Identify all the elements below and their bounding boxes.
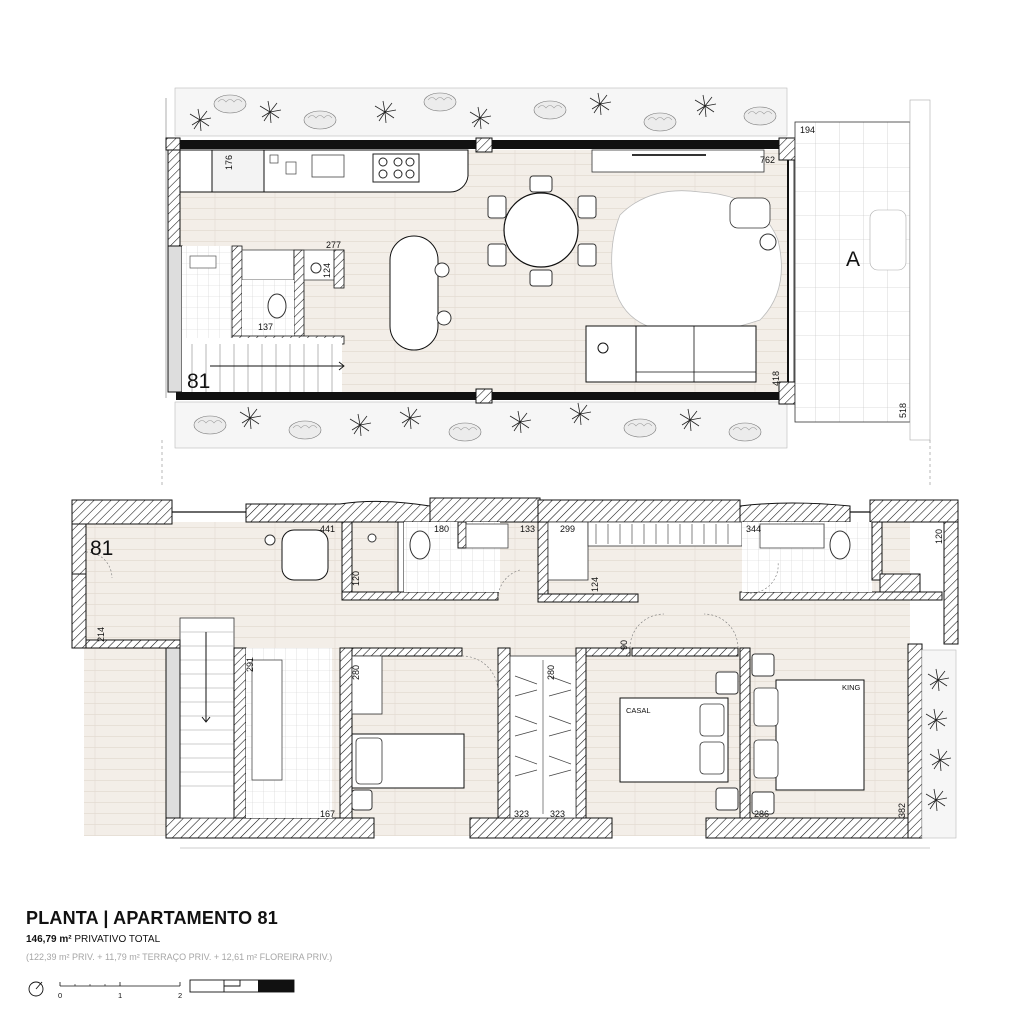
king-bed — [751, 653, 865, 815]
dim-120-left: 120 — [351, 571, 361, 586]
dim-167: 167 — [320, 809, 335, 819]
scale-and-north: 0 1 2 — [28, 979, 295, 1000]
kitchen-counter — [179, 149, 469, 193]
dim-344: 344 — [746, 524, 761, 534]
scale-bar: 0 1 2 — [58, 982, 182, 1000]
dim-323-right: 323 — [550, 809, 565, 819]
upper-floor-plan: 81 A 194 176 762 277 124 137 418 518 — [161, 87, 931, 488]
area-label: PRIVATIVO TOTAL — [74, 934, 161, 945]
dim-124: 124 — [322, 263, 332, 278]
dim-323-left: 323 — [514, 809, 529, 819]
scale-tick-0: 0 — [58, 991, 62, 1000]
lower-stairs — [165, 617, 235, 819]
dim-90: 90 — [619, 640, 629, 650]
dim-180: 180 — [434, 524, 449, 534]
side-planter — [921, 649, 957, 839]
dim-194: 194 — [800, 125, 815, 135]
bottom-planter — [174, 401, 788, 449]
dim-137: 137 — [258, 322, 273, 332]
double-bed — [619, 671, 739, 811]
tv-unit — [591, 149, 765, 173]
closets — [251, 655, 577, 819]
dining-table — [487, 175, 597, 287]
dim-280-left: 280 — [351, 665, 361, 680]
dim-382: 382 — [897, 803, 907, 818]
sofa — [585, 325, 757, 383]
bed-label-king: KING — [842, 683, 861, 692]
dim-299: 299 — [560, 524, 575, 534]
dim-277: 277 — [326, 240, 341, 250]
dim-418: 418 — [771, 371, 781, 386]
armchair — [281, 529, 329, 581]
dim-291: 291 — [245, 657, 255, 672]
dim-176: 176 — [224, 155, 234, 170]
scale-tick-1: 1 — [118, 991, 122, 1000]
dim-133: 133 — [520, 524, 535, 534]
plan-title: PLANTA | APARTAMENTO 81 — [26, 908, 278, 928]
upper-stairs — [182, 338, 345, 392]
plan-caption: PLANTA | APARTAMENTO 81 146,79 m² PRIVAT… — [26, 906, 546, 962]
dim-762: 762 — [760, 155, 775, 165]
dim-280-right: 280 — [546, 665, 556, 680]
top-planter — [174, 87, 788, 137]
dim-120-right: 120 — [934, 529, 944, 544]
lower-floor-plan: 81 441 180 133 299 344 120 120 124 214 9… — [71, 497, 959, 849]
bed-label-casal: CASAL — [626, 706, 651, 715]
lower-unit-label: 81 — [90, 537, 113, 560]
scale-tick-2: 2 — [178, 991, 182, 1000]
terrace — [794, 99, 931, 441]
floor-plan-drawing: 81 A 194 176 762 277 124 137 418 518 — [71, 87, 959, 849]
terrace-label: A — [846, 248, 860, 271]
area-value: 146,79 m² — [26, 934, 72, 945]
dim-124-lower: 124 — [590, 577, 600, 592]
kitchen-island — [389, 235, 439, 351]
dim-518: 518 — [898, 403, 908, 418]
bathrooms — [341, 521, 943, 603]
dim-441: 441 — [320, 524, 335, 534]
dim-214: 214 — [96, 627, 106, 642]
upper-unit-label: 81 — [187, 370, 210, 393]
single-bed — [351, 733, 465, 811]
north-arrow-icon — [28, 981, 44, 997]
dim-286: 286 — [754, 809, 769, 819]
area-breakdown: (122,39 m² PRIV. + 11,79 m² TERRAÇO PRIV… — [26, 952, 333, 962]
scale-blocks — [189, 979, 295, 993]
area-summary: 146,79 m² PRIVATIVO TOTAL — [26, 934, 546, 945]
